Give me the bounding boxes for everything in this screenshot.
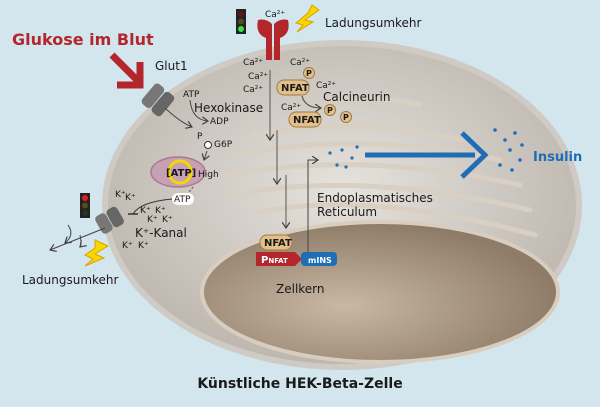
ca-ion: Ca²⁺	[316, 81, 336, 91]
mitochondrion	[150, 156, 206, 188]
glut1-transporter-icon	[141, 83, 175, 117]
diagram-title: Künstliche HEK-Beta-Zelle	[197, 376, 402, 392]
ca-ion: Ca²⁺	[248, 72, 268, 82]
endoplasmic-reticulum	[222, 95, 538, 238]
k-ion: K⁺	[140, 206, 151, 216]
traffic-light-green-icon	[236, 9, 246, 34]
atp-cycle-icon	[167, 159, 193, 185]
phosphate-badge: P	[306, 69, 312, 78]
ca-ion: Ca²⁺	[290, 58, 310, 68]
phosphate-badge: P	[343, 113, 349, 122]
atp-concentration-label: [ATP]	[166, 168, 196, 179]
k-ion: K⁺	[162, 215, 173, 225]
k-ion: K⁺	[147, 215, 158, 225]
k-ion: K⁺	[125, 193, 136, 203]
calcineurin-label: Calcineurin	[323, 90, 390, 104]
hexokinase-label: Hexokinase	[194, 101, 263, 115]
er-label-line1: Endoplasmatisches	[317, 191, 433, 205]
k-ion: K⁺	[155, 206, 166, 216]
gene-label: mINS	[308, 256, 332, 265]
high-label: High	[198, 170, 219, 180]
glucose-label: Glukose im Blut	[12, 30, 154, 49]
insulin-arrow-icon	[365, 131, 489, 179]
k-ion: K⁺	[122, 241, 133, 251]
promoter-subscript: NFAT	[268, 257, 288, 265]
phosphate-label: P	[197, 132, 203, 142]
nucleus-label: Zellkern	[276, 282, 325, 296]
calcium-channel-icon	[257, 19, 289, 60]
adp-label: ADP	[210, 117, 229, 127]
promoter-block	[256, 252, 302, 266]
k-ion: K⁺	[115, 190, 126, 200]
glucose-arrow-icon	[109, 52, 144, 89]
nucleus	[200, 220, 560, 364]
lightning-icon-bottom	[84, 239, 110, 267]
traffic-light-red-icon	[80, 193, 90, 218]
nfat-badge: NFAT	[293, 115, 321, 126]
gene-block	[301, 252, 337, 266]
glucose-molecule-icon	[204, 141, 212, 149]
phosphate-badge: P	[327, 106, 333, 115]
atp-label-2: ATP	[174, 195, 191, 205]
ca-ion: Ca²⁺	[243, 85, 263, 95]
ca-ion: Ca²⁺	[265, 10, 285, 20]
k-channel-icon	[95, 206, 124, 234]
glut1-label: Glut1	[155, 59, 188, 73]
ca-ion: Ca²⁺	[243, 58, 263, 68]
g6p-label: G6P	[214, 140, 233, 150]
atp-label: ATP	[183, 90, 200, 100]
ca-ion: Ca²⁺	[281, 103, 301, 113]
k-ion: K⁺	[138, 241, 149, 251]
k-channel-label: K⁺-Kanal	[135, 226, 187, 240]
nfat-badge: NFAT	[281, 83, 309, 94]
lightning-icon-top	[294, 4, 320, 33]
charge-reversal-label-bottom: Ladungsumkehr	[22, 273, 119, 287]
promoter-label: PNFAT	[261, 255, 288, 266]
insulin-dots-icon	[328, 128, 524, 172]
er-label-line2: Reticulum	[317, 205, 377, 219]
nfat-badge: NFAT	[264, 238, 292, 249]
insulin-label: Insulin	[533, 150, 582, 165]
charge-reversal-label-top: Ladungsumkehr	[325, 16, 422, 30]
